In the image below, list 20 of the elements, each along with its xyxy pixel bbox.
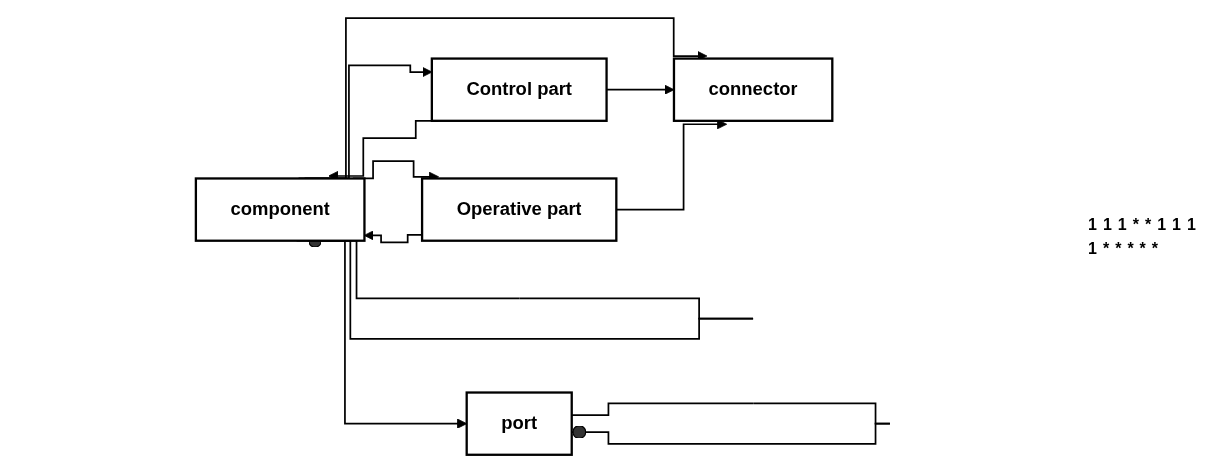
multiplicity-label: 1	[1102, 215, 1112, 234]
multiplicity-label: 1	[1088, 239, 1097, 258]
node-box: Operative part	[420, 177, 618, 242]
multiplicity-label: *	[1102, 239, 1110, 258]
multiplicity-label: 1	[1117, 215, 1127, 234]
node-box: port	[465, 391, 573, 456]
multiplicity-label: *	[1132, 215, 1139, 234]
node-box: connector	[672, 57, 834, 122]
multiplicity-label: *	[1127, 239, 1134, 258]
multiplicity-label: *	[1144, 215, 1152, 234]
node-box: Control part	[430, 57, 608, 122]
node-box: component	[194, 177, 366, 242]
arrow	[328, 119, 440, 182]
multiplicity-label: *	[1151, 239, 1159, 258]
multiplicity-label: *	[1115, 239, 1122, 258]
multiplicity-label: 1	[1088, 215, 1097, 234]
multiplicity-label: 1	[1157, 215, 1167, 234]
multiplicity-label: 1	[1172, 215, 1181, 234]
multiplicity-label: *	[1139, 239, 1146, 258]
multiplicity-label: 1	[1187, 215, 1196, 234]
